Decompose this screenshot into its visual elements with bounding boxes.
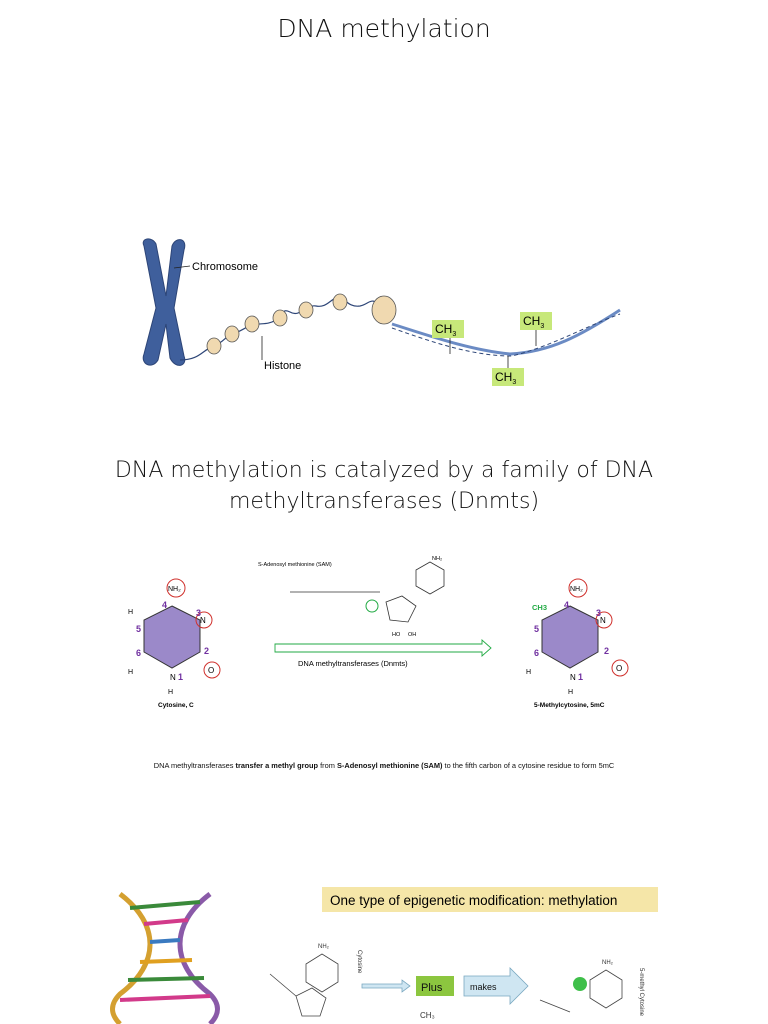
banner-background xyxy=(322,887,658,912)
svg-text:N: N xyxy=(200,616,206,625)
svg-text:3: 3 xyxy=(596,608,601,618)
svg-text:OH: OH xyxy=(408,632,416,638)
svg-text:1: 1 xyxy=(578,672,583,682)
svg-text:3: 3 xyxy=(196,608,201,618)
section-title: DNA methylation is catalyzed by a family… xyxy=(0,455,768,517)
svg-text:5: 5 xyxy=(534,624,539,634)
svg-text:Cytosine: Cytosine xyxy=(356,950,362,974)
svg-text:H: H xyxy=(168,689,173,696)
svg-text:O: O xyxy=(208,666,214,675)
nucleosome xyxy=(206,293,397,355)
reaction-caption: DNA methyltransferases transfer a methyl… xyxy=(153,761,615,770)
svg-text:NH₂: NH₂ xyxy=(318,944,330,950)
cytosine-nucleotide: NH₂ Cytosine xyxy=(269,944,362,1017)
epigenetic-figure: One type of epigenetic modification: met… xyxy=(110,887,658,1024)
svg-text:2: 2 xyxy=(204,646,209,656)
dna-helix-art xyxy=(110,892,220,1024)
methylation-reaction-figure: NH₂ N O 4 3 2 1 5 6 H H H N Cytosine, C … xyxy=(128,556,629,709)
svg-text:H: H xyxy=(526,669,531,676)
banner-text: One type of epigenetic modification: met… xyxy=(330,893,617,908)
sam-structure: S-Adenosyl methionine (SAM) NH₂ HO OH xyxy=(258,556,445,638)
ch3-label-1: CH3 xyxy=(432,320,464,354)
chromosome-label: Chromosome xyxy=(192,261,258,273)
arrow-to-plus xyxy=(361,979,411,993)
svg-text:H: H xyxy=(128,669,133,676)
chromatin-figure: Chromosome Histone CH3 CH3 CH3 xyxy=(142,238,621,386)
svg-text:6: 6 xyxy=(534,648,539,658)
svg-text:CH3: CH3 xyxy=(495,370,516,386)
svg-text:H: H xyxy=(128,609,133,616)
svg-text:S-Adenosyl methionine (SAM): S-Adenosyl methionine (SAM) xyxy=(258,562,332,568)
chromosome-shape xyxy=(142,238,191,366)
svg-text:N: N xyxy=(600,616,606,625)
svg-text:CH3: CH3 xyxy=(435,322,456,338)
slide-title: DNA methylation xyxy=(277,14,491,43)
svg-text:N: N xyxy=(170,673,176,682)
section-title-line-2: methyltransferases (Dnmts) xyxy=(228,489,540,514)
svg-text:NH₂: NH₂ xyxy=(602,960,614,966)
svg-text:NH₂: NH₂ xyxy=(168,586,181,593)
svg-text:N: N xyxy=(570,673,576,682)
plus-box xyxy=(416,976,454,996)
svg-text:O: O xyxy=(616,664,622,673)
section-title-line-1: DNA methylation is catalyzed by a family… xyxy=(114,458,654,483)
svg-text:4: 4 xyxy=(162,600,167,610)
ch3-label-3: CH3 xyxy=(492,356,524,386)
svg-text:2: 2 xyxy=(604,646,609,656)
cytosine-structure: NH₂ N O 4 3 2 1 5 6 H H H N Cytosine, C xyxy=(128,578,221,709)
svg-text:CH3: CH3 xyxy=(523,314,544,330)
plus-label: Plus xyxy=(421,982,443,994)
methylcytosine-structure: NH₂ N O CH3 4 3 2 1 5 6 H H N 5-Methylcy… xyxy=(526,578,629,709)
reaction-arrow: DNA methyltransferases (Dnmts) xyxy=(274,638,492,668)
svg-text:CH3: CH3 xyxy=(532,603,547,612)
ch3-below-plus: CH₃ xyxy=(420,1011,435,1020)
svg-text:5: 5 xyxy=(136,624,141,634)
makes-label: makes xyxy=(470,982,497,992)
methylcytosine-nucleotide: NH₂ 5-methyl Cytosine xyxy=(539,960,644,1017)
makes-arrow xyxy=(463,967,529,1005)
svg-text:5-Methylcytosine, 5mC: 5-Methylcytosine, 5mC xyxy=(534,702,605,709)
svg-text:NH₂: NH₂ xyxy=(570,586,583,593)
svg-text:NH₂: NH₂ xyxy=(432,556,442,562)
ch3-label-2: CH3 xyxy=(520,312,552,346)
svg-text:Cytosine, C: Cytosine, C xyxy=(158,702,194,709)
svg-text:1: 1 xyxy=(178,672,183,682)
svg-text:4: 4 xyxy=(564,600,569,610)
svg-text:HO: HO xyxy=(392,632,401,638)
svg-text:6: 6 xyxy=(136,648,141,658)
svg-text:5-methyl Cytosine: 5-methyl Cytosine xyxy=(638,968,644,1017)
svg-text:DNA methyltransferases (Dnmts): DNA methyltransferases (Dnmts) xyxy=(298,659,408,668)
histone-label: Histone xyxy=(264,360,301,372)
svg-text:H: H xyxy=(568,689,573,696)
